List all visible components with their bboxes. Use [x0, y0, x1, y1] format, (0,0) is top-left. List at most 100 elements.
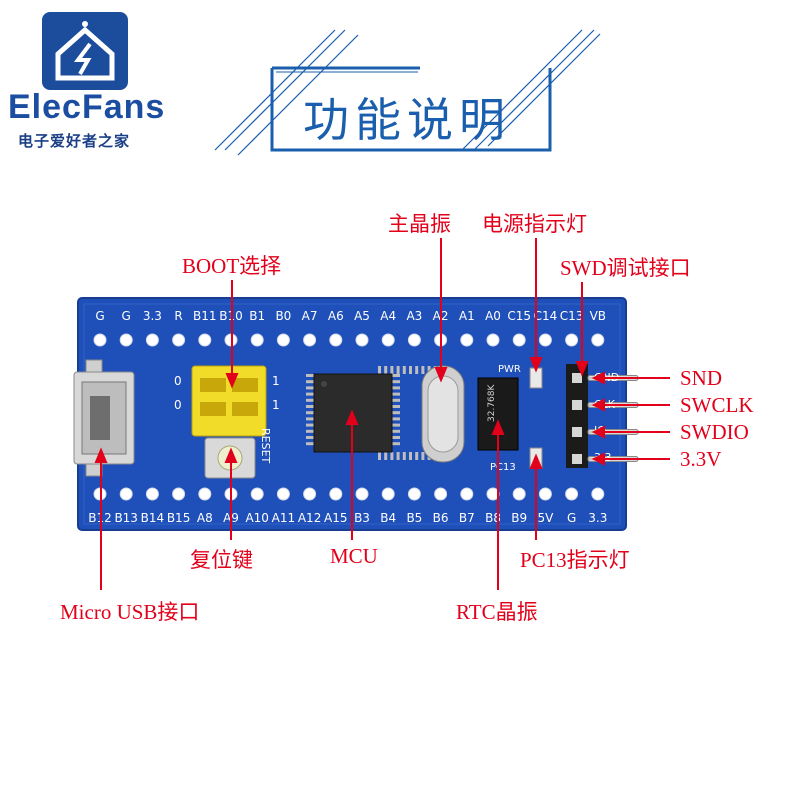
- top-pin-hole: [407, 333, 421, 347]
- boot1-mark-1: 1: [272, 398, 280, 412]
- bottom-pin-label: B13: [114, 511, 138, 525]
- top-pin-label: G: [95, 309, 104, 323]
- mcu-pin: [392, 423, 400, 427]
- mcu-pin: [415, 452, 419, 460]
- bottom-pin-hole: [538, 487, 552, 501]
- bottom-pin-hole: [512, 487, 526, 501]
- top-pin-hole: [145, 333, 159, 347]
- mcu-pin: [306, 386, 314, 390]
- mcu-pin: [396, 452, 400, 460]
- label-pc13-led: PC13指示灯: [520, 548, 630, 572]
- top-pin-label: A0: [485, 309, 501, 323]
- bottom-pin-hole: [250, 487, 264, 501]
- bottom-header-pins: [93, 487, 605, 501]
- boot0-mark-1: 1: [272, 374, 280, 388]
- bottom-pin-label: A15: [324, 511, 347, 525]
- mcu-pin: [392, 417, 400, 421]
- bottom-pin-label: B9: [511, 511, 527, 525]
- bottom-pin-label: 5V: [537, 511, 554, 525]
- pwr-silk: PWR: [498, 364, 521, 375]
- bottom-pin-label: A11: [272, 511, 295, 525]
- top-pin-label: A6: [328, 309, 344, 323]
- label-rtc-crystal: RTC晶振: [456, 600, 538, 624]
- top-pin-hole: [276, 333, 290, 347]
- top-pin-label: VB: [590, 309, 606, 323]
- brand-subtitle: 电子爱好者之家: [18, 132, 131, 150]
- top-pin-hole: [172, 333, 186, 347]
- label-micro-usb: Micro USB接口: [60, 600, 200, 624]
- bottom-pin-label: B3: [354, 511, 370, 525]
- label-mcu: MCU: [330, 544, 378, 568]
- brand-name: ElecFans: [8, 88, 166, 126]
- label-reset-key: 复位键: [190, 548, 253, 572]
- mcu-pin: [392, 442, 400, 446]
- top-pin-labels: GG3.3RB11B10B1B0A7A6A5A4A3A2A1A0C15C14C1…: [95, 309, 606, 323]
- top-header-pins: [93, 333, 605, 347]
- bottom-pin-hole: [381, 487, 395, 501]
- mcu-pin: [306, 423, 314, 427]
- top-pin-label: C13: [560, 309, 584, 323]
- mcu-pin: [378, 366, 381, 374]
- bottom-pin-label: A10: [245, 511, 268, 525]
- main-crystal: [421, 365, 465, 463]
- swd-pin-base: [572, 373, 582, 383]
- boot1-mark-0: 0: [174, 398, 182, 412]
- reset-silk: RESET: [259, 428, 272, 464]
- mcu-pin: [409, 452, 412, 460]
- boot-jumpers: [191, 365, 267, 437]
- mcu-pin: [421, 366, 425, 374]
- mcu-pin: [392, 374, 400, 377]
- top-pin-hole: [460, 333, 474, 347]
- mcu-pin: [306, 429, 314, 433]
- label-power-led: 电源指示灯: [482, 212, 587, 236]
- bottom-pin-label: B15: [167, 511, 191, 525]
- mcu-pin: [384, 366, 388, 374]
- mcu-pin: [415, 366, 419, 374]
- label-swd-port: SWD调试接口: [560, 256, 691, 280]
- top-pin-hole: [93, 333, 107, 347]
- bottom-pin-hole: [303, 487, 317, 501]
- bottom-pin-hole: [407, 487, 421, 501]
- mcu-pin: [306, 398, 314, 402]
- swd-pin-base: [572, 400, 582, 410]
- bottom-pin-hole: [198, 487, 212, 501]
- elecfans-logo-icon: [42, 12, 128, 90]
- micro-usb-connector: [73, 359, 135, 477]
- bottom-pin-hole: [460, 487, 474, 501]
- top-pin-hole: [303, 333, 317, 347]
- mcu-pin: [306, 436, 314, 439]
- bottom-pin-hole: [119, 487, 133, 501]
- bottom-pin-label: B14: [141, 511, 165, 525]
- mcu-pin: [392, 429, 400, 433]
- top-pin-label: R: [174, 309, 182, 323]
- mcu-pin: [402, 452, 406, 460]
- mcu-pin: [306, 442, 314, 446]
- mcu-pin: [402, 366, 406, 374]
- bottom-pin-label: A8: [197, 511, 213, 525]
- mcu-pin: [392, 436, 400, 439]
- mcu-pin: [392, 411, 400, 415]
- mcu-pin: [306, 411, 314, 415]
- top-pin-label: B11: [193, 309, 217, 323]
- bottom-pin-hole: [355, 487, 369, 501]
- bottom-pin-label: B6: [433, 511, 449, 525]
- top-pin-label: B1: [249, 309, 265, 323]
- mcu-pin: [392, 405, 400, 408]
- mcu-pin: [306, 417, 314, 421]
- top-pin-label: A4: [380, 309, 396, 323]
- top-pin-label: A5: [354, 309, 370, 323]
- mcu-pin: [384, 452, 388, 460]
- bottom-pin-hole: [145, 487, 159, 501]
- top-pin-label: A3: [406, 309, 422, 323]
- label-boot-select: BOOT选择: [182, 254, 282, 278]
- bottom-pin-label: B8: [485, 511, 501, 525]
- top-pin-hole: [591, 333, 605, 347]
- top-pin-hole: [538, 333, 552, 347]
- label-snd: SND: [680, 366, 723, 390]
- top-pin-label: G: [122, 309, 131, 323]
- mcu-pin: [421, 452, 425, 460]
- top-pin-label: C14: [534, 309, 558, 323]
- top-pin-hole: [565, 333, 579, 347]
- mcu-pin: [392, 392, 400, 396]
